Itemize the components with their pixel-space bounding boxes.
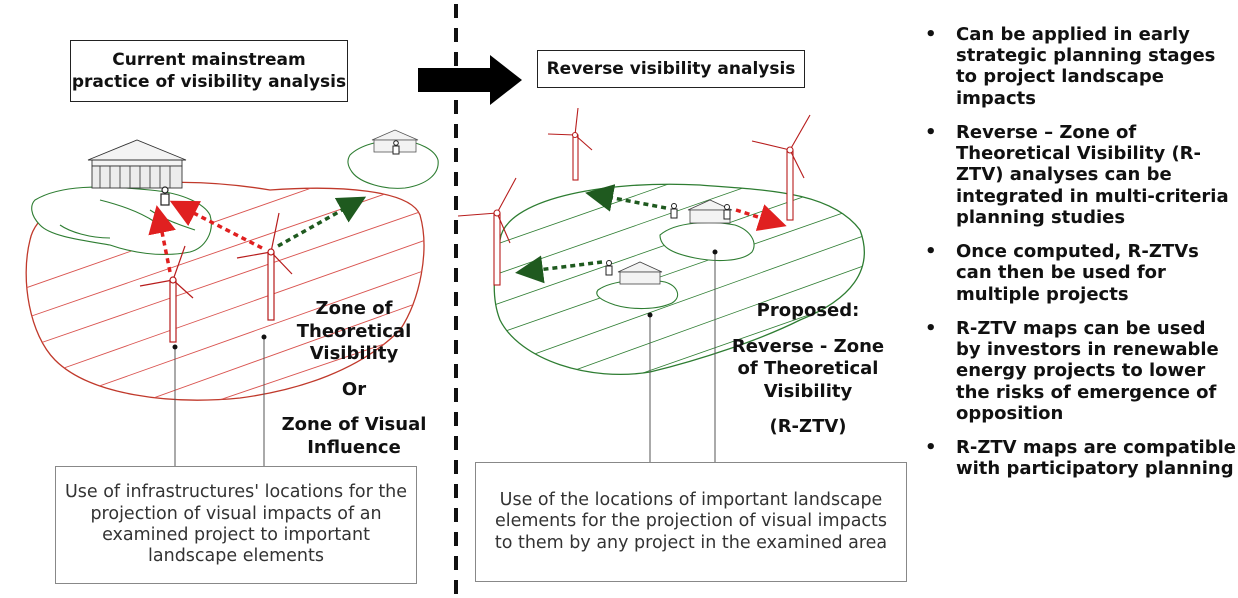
right-title: Reverse visibility analysis bbox=[546, 58, 796, 79]
left-turbine-2 bbox=[236, 212, 293, 321]
left-zone bbox=[25, 181, 425, 401]
benefit-item: Can be applied in early strategic planni… bbox=[918, 24, 1236, 109]
right-temple-left bbox=[617, 261, 663, 285]
left-zone-label: Zone of Theoretical Visibility Or Zone o… bbox=[270, 298, 438, 472]
left-caption-box: Use of infrastructures' locations for th… bbox=[55, 466, 417, 584]
left-zone-label-line-3: Zone of Visual Influence bbox=[281, 414, 427, 458]
left-temple bbox=[87, 139, 187, 189]
left-caption: Use of infrastructures' locations for th… bbox=[64, 482, 408, 567]
right-temple-center bbox=[687, 199, 733, 224]
right-zone-label-line-2: Reverse - Zone of Theoretical Visibility bbox=[731, 335, 885, 402]
benefits-list: Can be applied in early strategic planni… bbox=[918, 24, 1236, 492]
transition-arrow bbox=[418, 55, 522, 105]
right-hill-center bbox=[659, 221, 755, 262]
left-person bbox=[160, 186, 170, 206]
left-title: Current mainstream practice of visibilit… bbox=[71, 49, 347, 92]
benefit-item: R-ZTV maps can be used by investors in r… bbox=[918, 318, 1236, 424]
right-caption: Use of the locations of important landsc… bbox=[494, 489, 888, 553]
right-caption-box: Use of the locations of important landsc… bbox=[475, 462, 907, 582]
right-turbine-top bbox=[547, 107, 593, 181]
left-title-box: Current mainstream practice of visibilit… bbox=[70, 40, 348, 102]
right-zone-label-line-3: (R-ZTV) bbox=[769, 416, 847, 437]
benefit-item: Reverse – Zone of Theoretical Visibility… bbox=[918, 122, 1236, 228]
right-turbine-right bbox=[751, 114, 811, 221]
left-zone-label-line-2: Or bbox=[341, 378, 367, 400]
left-turbine-1 bbox=[139, 245, 194, 343]
benefit-item: R-ZTV maps are compatible with participa… bbox=[918, 437, 1236, 479]
right-title-box: Reverse visibility analysis bbox=[537, 50, 805, 88]
right-turbine-left bbox=[457, 177, 517, 286]
right-zone-label-line-1: Proposed: bbox=[756, 300, 860, 321]
benefit-item: Once computed, R-ZTVs can then be used f… bbox=[918, 241, 1236, 305]
right-zone-label: Proposed: Reverse - Zone of Theoretical … bbox=[728, 300, 888, 452]
left-zone-label-line-1: Zone of Theoretical Visibility bbox=[296, 298, 412, 364]
left-hill-temple bbox=[31, 186, 212, 256]
